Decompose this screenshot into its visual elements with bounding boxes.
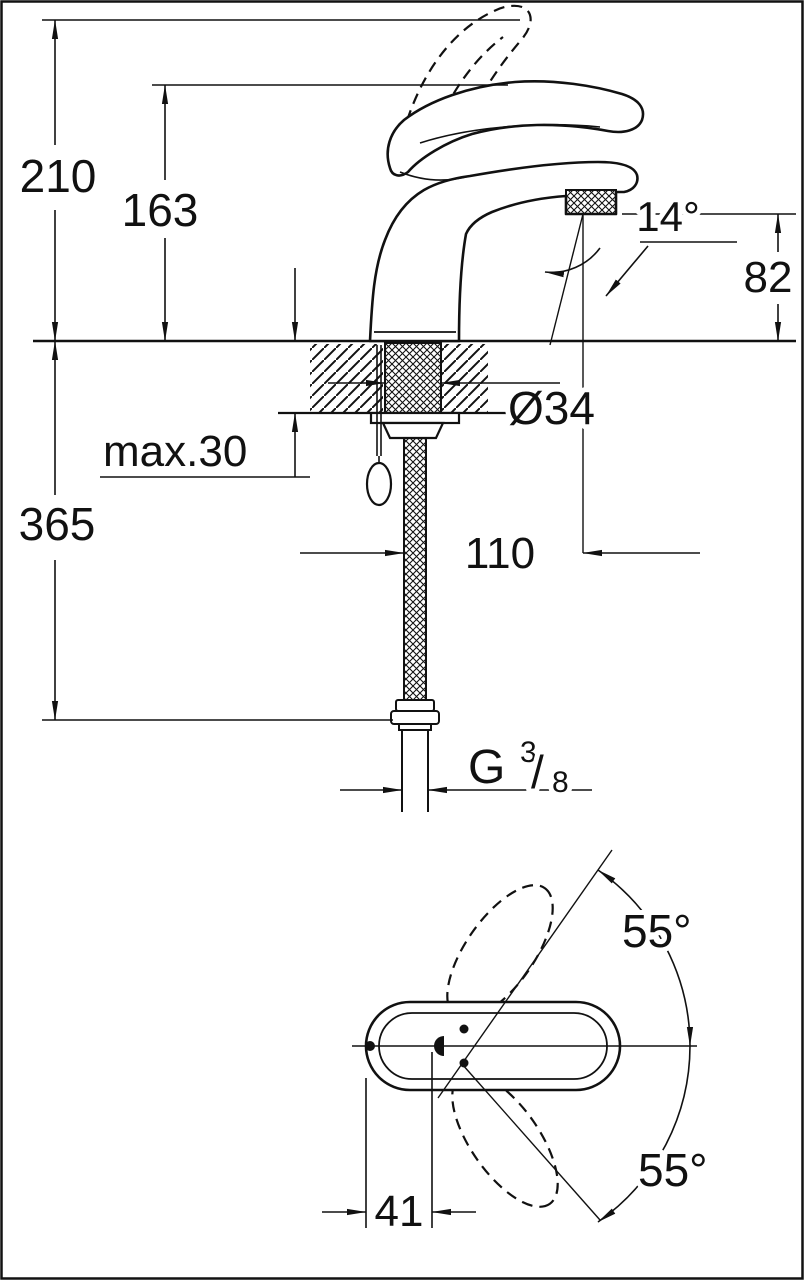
stream-angle-line xyxy=(549,213,584,346)
spout-outlet-marker xyxy=(365,1041,375,1051)
cartridge-dot-lower xyxy=(459,1058,469,1068)
mounting-nut xyxy=(381,421,445,440)
dim-spout-height-label: 82 xyxy=(744,253,793,302)
dim-spout-projection-label: 110 xyxy=(465,529,535,578)
lever-raised-dashed xyxy=(400,4,532,143)
lever-sculpt-line xyxy=(419,123,601,144)
dim-supply-length-label: 365 xyxy=(19,498,96,550)
dim-lever-height-label: 163 xyxy=(122,184,199,236)
dim-14-leader-arrow xyxy=(605,245,649,297)
dim-swing-upper-label: 55° xyxy=(622,905,692,957)
dim-max-thickness-label: max.30 xyxy=(103,427,247,476)
hose-connection-nut xyxy=(390,699,440,731)
mounting-shank xyxy=(384,342,442,414)
counter-hatch-right xyxy=(441,344,488,413)
swing-arc-lower xyxy=(597,1045,691,1223)
pull-rod xyxy=(365,345,393,507)
lever-body-joint-line xyxy=(399,171,471,181)
top-view: 55° 55° 41 xyxy=(322,849,713,1241)
thread-slash-label: / xyxy=(531,746,544,798)
dim-handle-offset-label: 41 xyxy=(375,1187,424,1236)
swing-line-upper xyxy=(437,849,613,1099)
dim-overall-height-label: 210 xyxy=(20,150,97,202)
mounting-washer xyxy=(369,411,461,425)
swing-arc-upper xyxy=(597,869,694,1047)
cartridge-dot-upper xyxy=(459,1024,469,1034)
pivot-half-disk-marker xyxy=(434,1036,444,1056)
dim-41: 41 xyxy=(322,1052,476,1241)
side-view: 210 163 82 14° Ø34 max.30 xyxy=(14,4,797,812)
flexible-hose xyxy=(403,423,427,700)
counter-hatch-left xyxy=(310,344,383,413)
dim-shank-diameter-label: Ø34 xyxy=(508,382,595,434)
dim-spout-angle-label: 14° xyxy=(636,193,700,240)
swing-line-lower xyxy=(461,1063,601,1221)
thread-denominator-label: 8 xyxy=(552,766,569,799)
pull-rod-knob xyxy=(365,461,393,507)
aerator xyxy=(565,189,617,215)
dim-14-swing-arrow xyxy=(544,247,601,278)
thread-prefix-label: G xyxy=(468,741,505,794)
lever-handle xyxy=(386,80,645,177)
dim-swing-lower-label: 55° xyxy=(638,1144,708,1196)
dimensions-side-view: 210 163 82 14° Ø34 max.30 xyxy=(14,19,797,804)
supply-pipe xyxy=(401,730,429,812)
